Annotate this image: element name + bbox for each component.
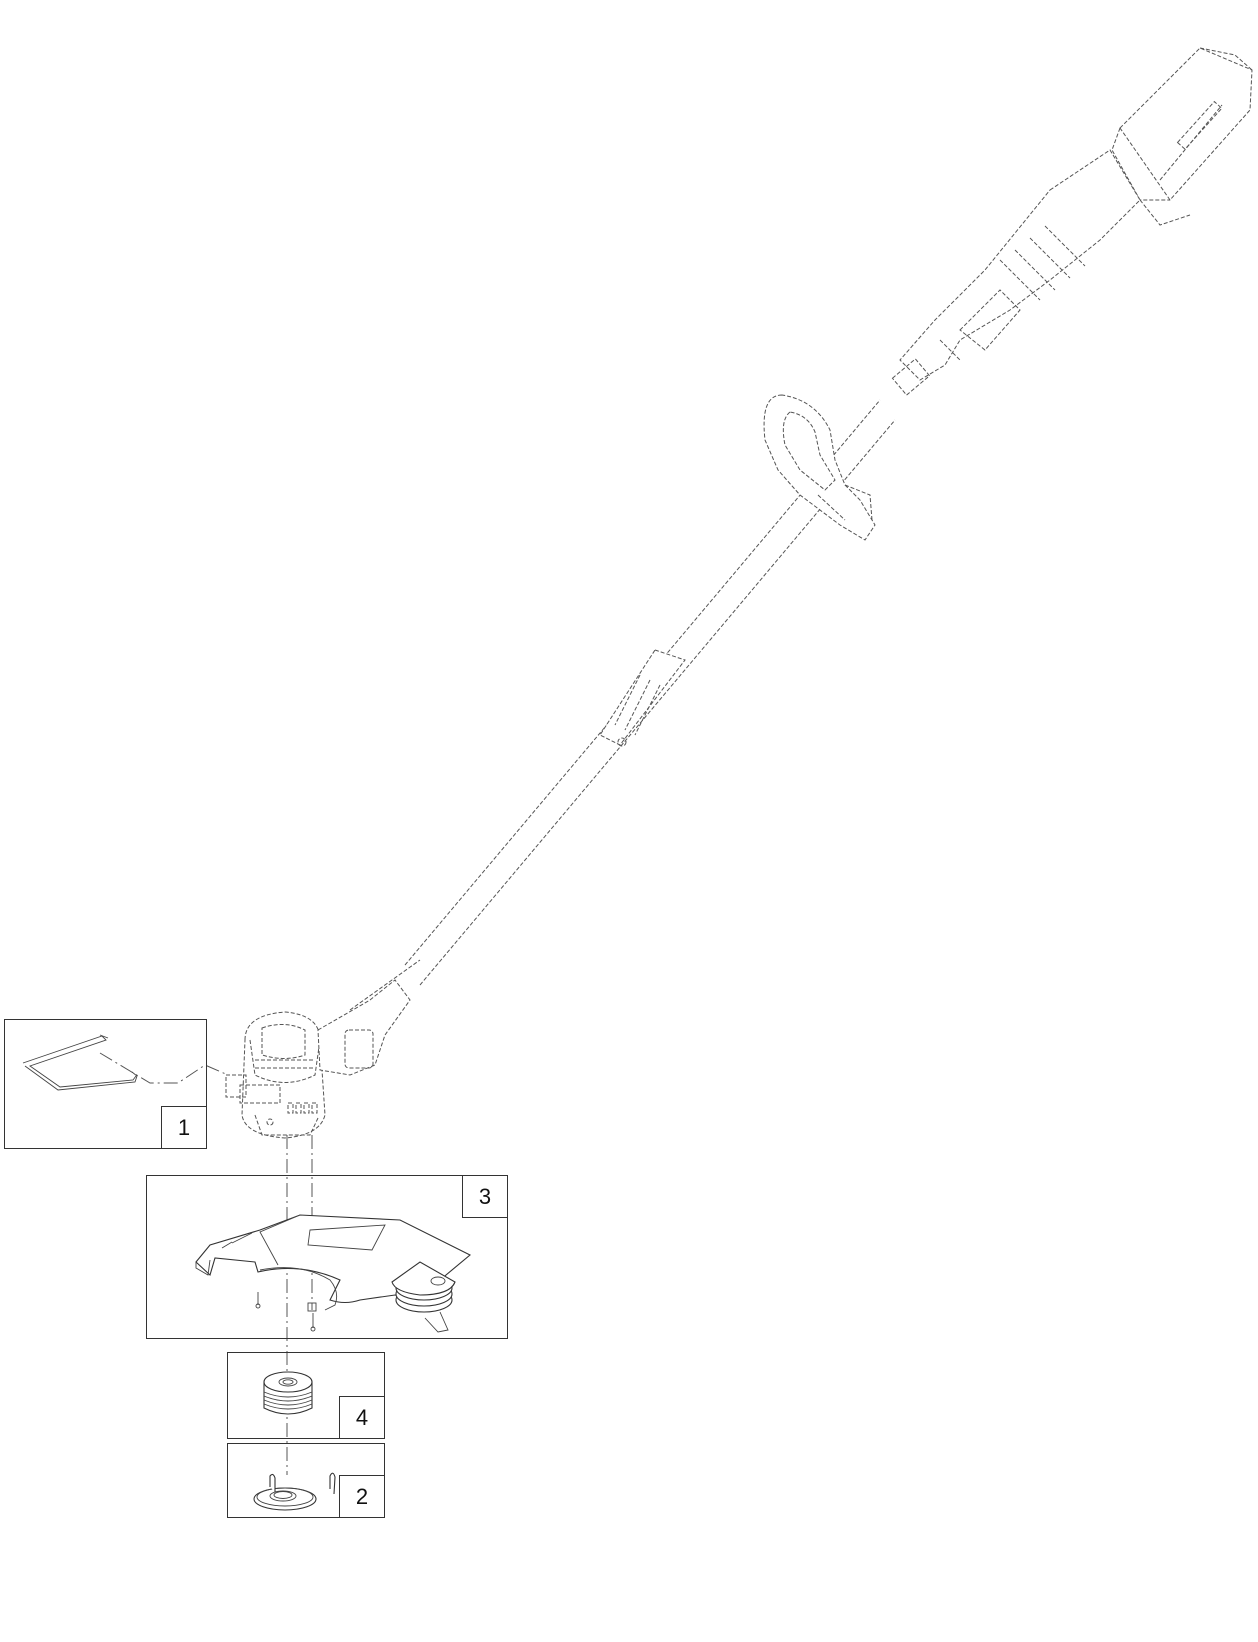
rear-handle-icon <box>891 149 1141 396</box>
battery-pack-icon <box>1111 47 1253 226</box>
edge-guide-wire-icon <box>22 1034 138 1091</box>
part-number-label: 1 <box>177 1114 191 1140</box>
motor-head-icon <box>225 979 411 1139</box>
guard-icon <box>195 1214 471 1333</box>
callout-number-2: 2 <box>339 1475 384 1517</box>
spool-cap-icon <box>253 1472 336 1511</box>
part-box-3: 3 <box>146 1175 508 1339</box>
callout-number-4: 4 <box>339 1396 384 1438</box>
shaft-coupler-icon <box>599 649 686 747</box>
part-box-4: 4 <box>227 1352 385 1439</box>
front-d-handle-icon <box>763 394 876 541</box>
part-box-2: 2 <box>227 1443 385 1518</box>
part-box-1: 1 <box>4 1019 207 1149</box>
part-number-label: 2 <box>355 1483 369 1509</box>
part-number-label: 4 <box>355 1404 369 1430</box>
part-number-label: 3 <box>478 1183 492 1209</box>
callout-number-3: 3 <box>462 1176 507 1218</box>
spool-icon <box>263 1371 313 1415</box>
leader-lines <box>99 1052 313 1475</box>
callout-number-1: 1 <box>161 1106 206 1148</box>
